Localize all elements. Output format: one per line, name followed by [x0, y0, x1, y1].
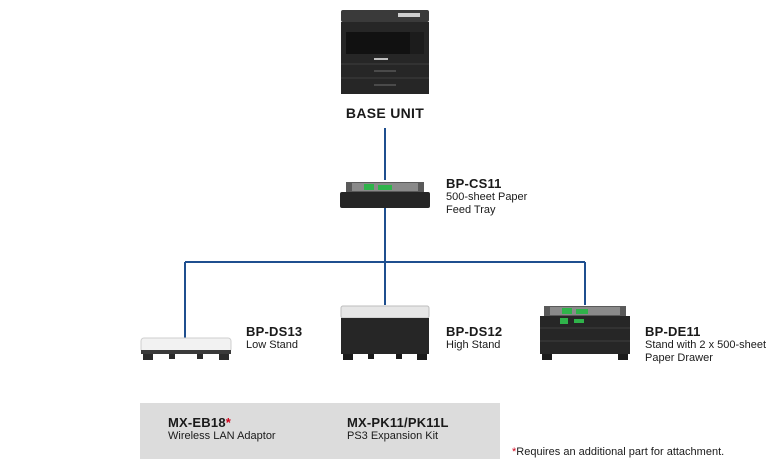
bp-de11-desc-line1: Stand with 2 x 500-sheet	[645, 339, 767, 351]
footnote-star: *	[512, 446, 517, 458]
options-box: MX-EB18* Wireless LAN Adaptor MX-PK11/PK…	[140, 403, 500, 459]
bp-ds12-code: BP-DS12	[446, 324, 503, 339]
bp-cs11-image	[338, 180, 432, 210]
bp-ds13-desc-line1: Low Stand	[246, 339, 298, 351]
low-stand-icon	[140, 337, 232, 360]
bp-ds12-label: BP-DS12 High Stand	[446, 324, 502, 352]
mx-eb18-code: MX-EB18	[168, 415, 226, 430]
paper-tray-icon	[340, 182, 430, 208]
mx-eb18-desc: Wireless LAN Adaptor	[168, 430, 276, 442]
bp-ds13-image	[139, 334, 233, 364]
option-mx-pk11: MX-PK11/PK11L PS3 Expansion Kit	[347, 415, 449, 443]
bp-de11-label: BP-DE11 Stand with 2 x 500-sheet Paper D…	[645, 324, 766, 365]
base-unit-image	[338, 8, 432, 96]
footnote-text: Requires an additional part for attachme…	[516, 446, 725, 458]
mx-pk11-desc: PS3 Expansion Kit	[347, 430, 439, 442]
footnote: *Requires an additional part for attachm…	[512, 446, 724, 458]
bp-de11-image	[538, 304, 632, 364]
bp-ds13-label: BP-DS13 Low Stand	[246, 324, 302, 352]
drawer-stand-icon	[540, 306, 630, 360]
high-stand-icon	[340, 305, 430, 360]
bp-de11-code: BP-DE11	[645, 324, 701, 339]
mx-pk11-code: MX-PK11/PK11L	[347, 415, 449, 430]
bp-ds12-image	[338, 304, 432, 364]
printer-icon	[341, 10, 429, 94]
bp-ds12-desc-line1: High Stand	[446, 339, 501, 351]
bp-de11-desc-line2: Paper Drawer	[645, 352, 713, 364]
mx-eb18-star: *	[225, 415, 232, 430]
bp-cs11-desc-line2: Feed Tray	[446, 204, 496, 216]
base-unit-label: BASE UNIT	[345, 105, 425, 121]
bp-cs11-label: BP-CS11 500-sheet Paper Feed Tray	[446, 176, 527, 217]
bp-ds13-code: BP-DS13	[246, 324, 303, 339]
bp-cs11-desc-line1: 500-sheet Paper	[446, 191, 528, 203]
bp-cs11-code: BP-CS11	[446, 176, 502, 191]
option-mx-eb18: MX-EB18* Wireless LAN Adaptor	[168, 415, 276, 443]
